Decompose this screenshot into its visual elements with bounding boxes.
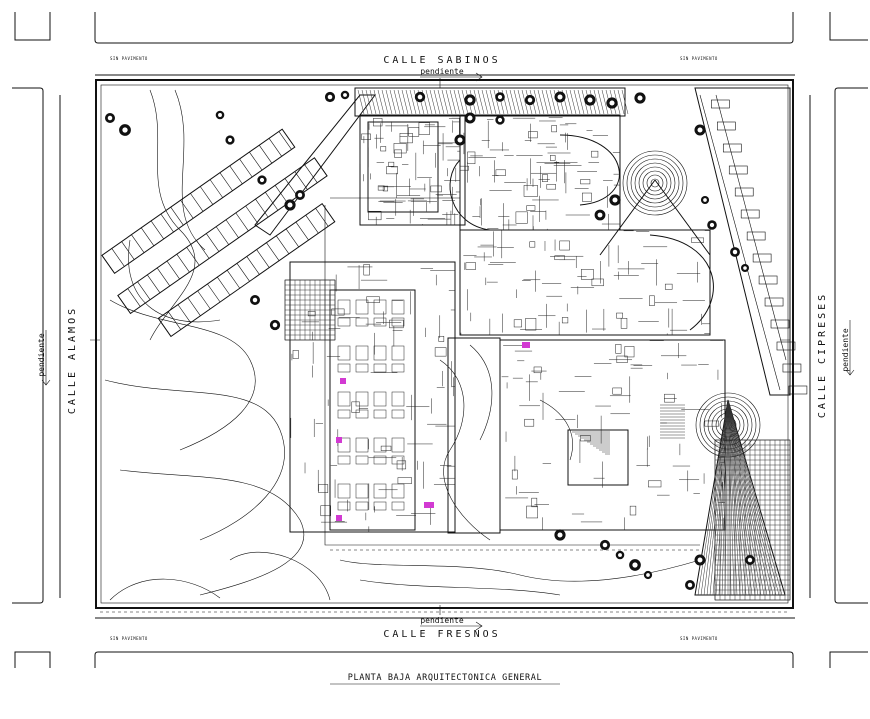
street-curbs — [12, 12, 868, 668]
slope-right: pendiente — [841, 320, 855, 376]
street-label-top: CALLE SABINOS — [383, 55, 500, 66]
pavement-label: SIN PAVIMENTO — [680, 636, 718, 641]
svg-text:pendiente: pendiente — [420, 67, 464, 76]
street-label-right: CALLE CIPRESES — [817, 292, 828, 418]
pavement-label: SIN PAVIMENTO — [110, 56, 148, 61]
street-label-bottom: CALLE FRESNOS — [383, 629, 500, 640]
fan-plaza — [694, 392, 791, 601]
property-boundary — [95, 79, 794, 609]
parking-curve — [128, 239, 221, 323]
corridors — [324, 197, 700, 551]
drawing-title: PLANTA BAJA ARQUITECTONICA GENERAL — [348, 673, 542, 683]
slope-top: pendiente — [420, 67, 483, 82]
svg-text:pendiente: pendiente — [841, 328, 850, 372]
street-label-left: CALLE ALAMOS — [67, 306, 78, 414]
stairs — [572, 404, 685, 455]
slope-bottom: pendiente — [420, 616, 483, 631]
pavement-label: SIN PAVIMENTO — [680, 56, 718, 61]
dimension-marks — [90, 78, 790, 615]
building-complex — [289, 114, 726, 534]
circular-plaza — [622, 150, 688, 216]
trees — [104, 90, 755, 590]
contour-lines — [104, 89, 701, 601]
pavement-label: SIN PAVIMENTO — [110, 636, 148, 641]
plaza-walk — [599, 179, 711, 256]
svg-text:pendiente: pendiente — [37, 333, 46, 377]
parking-lot-east — [694, 87, 808, 396]
svg-text:pendiente: pendiente — [420, 616, 464, 625]
west-plaza — [284, 279, 336, 341]
parking-lot-west — [101, 128, 336, 338]
slope-left: pendiente — [37, 330, 51, 386]
